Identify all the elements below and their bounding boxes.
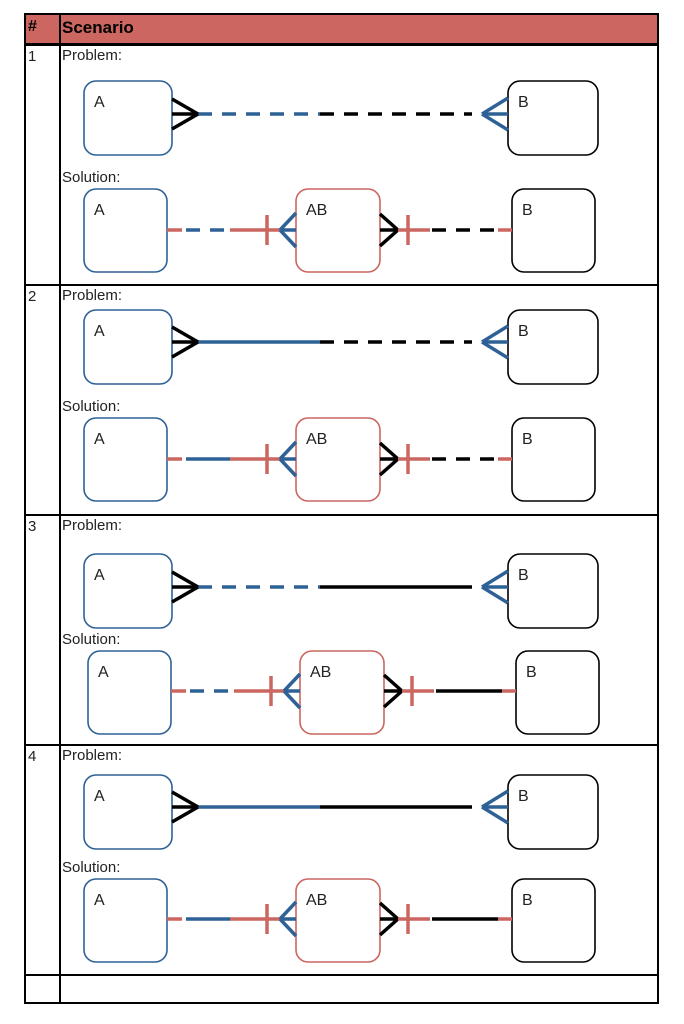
entity-a-label: A xyxy=(94,431,105,448)
entity-a-label: A xyxy=(94,567,105,584)
crows-foot-icon xyxy=(378,457,400,477)
scenario-number: 3 xyxy=(28,518,37,535)
crows-foot-icon xyxy=(282,672,302,693)
row-divider xyxy=(26,744,657,746)
crows-foot-icon xyxy=(378,212,400,232)
crows-foot-icon xyxy=(382,689,404,709)
entity-b-label: B xyxy=(522,202,533,219)
entity-b-label: B xyxy=(518,323,529,340)
solution-label: Solution: xyxy=(62,859,121,876)
crows-foot-icon xyxy=(278,228,298,249)
crows-foot-icon xyxy=(171,585,199,604)
entity-b-label: B xyxy=(522,892,533,909)
crows-foot-icon xyxy=(481,324,509,344)
crows-foot-icon xyxy=(378,917,400,937)
entity-a xyxy=(83,80,173,156)
entity-b xyxy=(507,80,599,156)
entity-ab-label: AB xyxy=(306,202,327,219)
crows-foot-icon xyxy=(481,569,509,589)
header-scenario: Scenario xyxy=(62,18,134,37)
entity-ab-label: AB xyxy=(306,892,327,909)
entity-a-label: A xyxy=(98,664,109,681)
column-divider xyxy=(59,15,61,1002)
entity-b-label: B xyxy=(518,788,529,805)
entity-b xyxy=(507,553,599,629)
entity-a xyxy=(83,309,173,385)
crows-foot-icon xyxy=(171,325,199,344)
crows-foot-icon xyxy=(481,585,509,605)
solution-label: Solution: xyxy=(62,631,121,648)
crows-foot-icon xyxy=(481,112,509,132)
crows-foot-icon xyxy=(171,340,199,359)
crows-foot-icon xyxy=(382,673,404,693)
entity-a-label: A xyxy=(94,202,105,219)
scenario-number: 2 xyxy=(28,288,37,305)
row-divider xyxy=(26,974,657,976)
crows-foot-icon xyxy=(278,457,298,478)
row-divider xyxy=(26,44,657,46)
entity-b xyxy=(507,774,599,850)
crows-foot-icon xyxy=(278,900,298,921)
crows-foot-icon xyxy=(378,228,400,248)
row-divider xyxy=(26,284,657,286)
problem-label: Problem: xyxy=(62,287,123,304)
crows-foot-icon xyxy=(282,689,302,710)
crows-foot-icon xyxy=(378,441,400,461)
solution-label: Solution: xyxy=(62,169,121,186)
row-divider xyxy=(26,514,657,516)
header-number: # xyxy=(28,18,37,35)
crows-foot-icon xyxy=(278,917,298,938)
crows-foot-icon xyxy=(481,340,509,360)
scenario-number: 1 xyxy=(28,48,37,65)
entity-a-label: A xyxy=(94,788,105,805)
crows-foot-icon xyxy=(171,570,199,589)
crows-foot-icon xyxy=(278,211,298,232)
entity-a-label: A xyxy=(94,892,105,909)
crows-foot-icon xyxy=(481,789,509,809)
entity-a-label: A xyxy=(94,94,105,111)
entity-a-label: A xyxy=(94,323,105,340)
crows-foot-icon xyxy=(171,790,199,809)
entity-a xyxy=(83,774,173,850)
entity-a xyxy=(83,553,173,629)
crows-foot-icon xyxy=(278,440,298,461)
crows-foot-icon xyxy=(171,112,199,131)
entity-b-label: B xyxy=(518,94,529,111)
crows-foot-icon xyxy=(481,805,509,825)
crows-foot-icon xyxy=(378,901,400,921)
crows-foot-icon xyxy=(171,805,199,824)
solution-label: Solution: xyxy=(62,398,121,415)
problem-label: Problem: xyxy=(62,517,123,534)
entity-ab-label: AB xyxy=(306,431,327,448)
entity-b-label: B xyxy=(518,567,529,584)
crows-foot-icon xyxy=(481,96,509,116)
entity-b-label: B xyxy=(526,664,537,681)
scenario-number: 4 xyxy=(28,748,37,765)
problem-label: Problem: xyxy=(62,47,123,64)
entity-b xyxy=(507,309,599,385)
crows-foot-icon xyxy=(171,97,199,116)
entity-b-label: B xyxy=(522,431,533,448)
problem-label: Problem: xyxy=(62,747,123,764)
entity-ab-label: AB xyxy=(310,664,331,681)
